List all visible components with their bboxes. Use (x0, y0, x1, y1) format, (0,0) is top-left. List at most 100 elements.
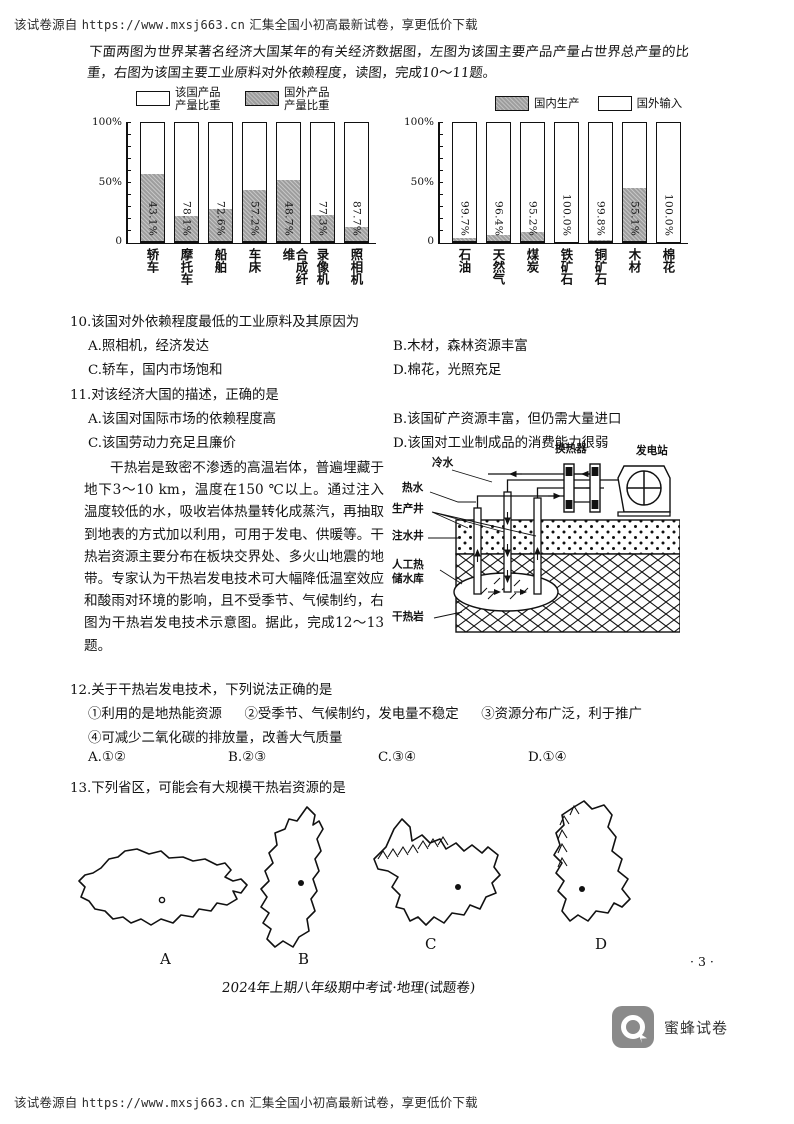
question-12-option-a[interactable]: A.①② (88, 750, 126, 765)
question-10-stem: 10.该国对外依赖程度最低的工业原料及其原因为 (70, 310, 359, 330)
bar-3-value: 100.0% (560, 193, 573, 236)
bar-2: 95.2% (520, 122, 545, 243)
question-11-number: 11. (70, 388, 92, 403)
y-tick (438, 146, 443, 148)
watermark-url-bottom: https://www.mxsj663.cn (81, 1096, 246, 1110)
question-10-option-c[interactable]: C.轿车，国内市场饱和 (88, 363, 223, 378)
right-chart-x-axis (438, 242, 688, 245)
question-13-text: 下列省区，可能会有大规模干热岩资源的是 (91, 781, 346, 796)
question-12-option-d[interactable]: D.①④ (528, 750, 567, 765)
bar-1: 78.1% (174, 122, 199, 243)
geothermal-diagram: 冷水 换热器 发电站 热水 生产井 注水井 人工热 储水库 干热岩 (392, 444, 681, 642)
question-10-option-d[interactable]: D.棉花，光照充足 (393, 363, 502, 378)
watermark-top-suffix: 汇集全国小初高最新试卷，享更低价下载 (245, 17, 478, 32)
left-chart: 该国产品产量比重 国外产品产量比重 100% 50% 0 (88, 86, 388, 286)
y-tick (126, 230, 131, 232)
bar-1: 96.4% (486, 122, 511, 243)
bar-3-category: 铁矿石 (559, 248, 574, 286)
province-map-a-label: A (160, 950, 171, 968)
bar-0-category: 轿车 (145, 248, 160, 273)
legend-label-foreign: 国外产品产量比重 (284, 85, 330, 112)
question-12-option-b[interactable]: B.②③ (228, 750, 267, 765)
bar-2-foreign-segment (209, 208, 232, 242)
y-tick (126, 206, 131, 208)
question-11-option-a[interactable]: A.该国对国际市场的依赖程度高 (88, 412, 277, 427)
watermark-bottom: 该试卷源自 https://www.mxsj663.cn 汇集全国小初高最新试卷… (14, 1092, 478, 1111)
left-chart-ytick-100: 100% (92, 116, 123, 128)
bar-6-category: 棉花 (661, 248, 676, 273)
y-tick (126, 134, 131, 136)
province-map-a[interactable] (65, 813, 255, 963)
y-tick (438, 206, 443, 208)
bar-5-domestic-segment (623, 188, 646, 242)
right-chart-plot: 100% 50% 0 99.7% 96.4% 95.2% 100.0% 99. (404, 116, 688, 285)
question-10-text: 该国对外依赖程度最低的工业原料及其原因为 (91, 315, 360, 330)
bar-2-category: 船舶 (213, 248, 228, 273)
bar-1-foreign-segment (175, 215, 198, 242)
logo-ring (621, 1015, 645, 1039)
question-12-text: 关于干热岩发电技术，下列说法正确的是 (91, 683, 333, 698)
watermark-bottom-prefix: 该试卷源自 (14, 1095, 82, 1110)
question-11-option-c[interactable]: C.该国劳动力充足且廉价 (88, 436, 236, 451)
bar-3-foreign-segment (243, 190, 266, 242)
question-11-option-b[interactable]: B.该国矿产资源丰富，但仍需大量进口 (393, 412, 622, 427)
y-tick (438, 158, 443, 160)
bar-5-value: 77.3% (316, 200, 329, 236)
question-10-option-a[interactable]: A.照相机，经济发达 (88, 339, 210, 354)
question-11-text: 对该经济大国的描述，正确的是 (91, 388, 279, 403)
diagram-label-heat-exchanger: 换热器 (555, 443, 587, 455)
bar-5-category: 录像机 (315, 248, 330, 286)
question-12-statement-2: ②受季节、气候制约，发电量不稳定 (244, 707, 459, 722)
province-map-d-label: D (595, 935, 608, 953)
legend-label-domestic-production: 国内生产 (534, 96, 580, 111)
bar-5-value: 55.1% (628, 200, 641, 236)
intro-paragraph: 下面两图为世界某著名经济大国某年的有关经济数据图，左图为该国主要产品产量占世界总… (86, 45, 690, 81)
question-11-option-d[interactable]: D.该国对工业制成品的消费能力很弱 (393, 436, 609, 451)
right-chart-ytick-0: 0 (427, 235, 434, 247)
bar-2: 72.6% (208, 122, 233, 243)
question-10-option-b[interactable]: B.木材，森林资源丰富 (393, 339, 528, 354)
bar-0: 99.7% (452, 122, 477, 243)
y-tick (126, 218, 131, 220)
brand-name: 蜜蜂试卷 (664, 1018, 729, 1037)
diagram-label-production-well: 生产井 (392, 503, 424, 515)
province-map-c[interactable] (360, 797, 520, 957)
diagram-label-reservoir-line1: 人工热 (392, 559, 424, 571)
bar-0-value: 43.1% (146, 200, 159, 236)
bar-1-value: 96.4% (492, 200, 505, 236)
y-tick (438, 182, 443, 184)
y-tick (126, 170, 131, 172)
y-tick (126, 182, 131, 184)
question-13-stem: 13.下列省区，可能会有大规模干热岩资源的是 (70, 776, 346, 796)
bar-3: 100.0% (554, 122, 579, 243)
bar-4-foreign-segment (277, 180, 300, 242)
left-chart-legend: 该国产品产量比重 国外产品产量比重 (136, 86, 340, 111)
bar-2-domestic-segment (521, 232, 544, 242)
legend-swatch-gray-icon (245, 91, 279, 106)
bar-6: 100.0% (656, 122, 681, 243)
bar-0-foreign-segment (141, 173, 164, 242)
left-chart-ytick-50: 50% (98, 176, 122, 188)
bar-6-value: 100.0% (662, 193, 675, 236)
legend-swatch-gray-icon (495, 96, 529, 111)
bar-6: 87.7% (344, 122, 369, 243)
legend-item-domestic-production: 国内生产 (495, 96, 580, 111)
bar-4-value: 48.7% (282, 200, 295, 236)
bar-2-category: 煤炭 (525, 248, 540, 273)
bar-4-value: 99.8% (594, 200, 607, 236)
y-tick (438, 134, 443, 136)
y-tick (438, 230, 443, 232)
bar-2-value: 72.6% (214, 200, 227, 236)
province-map-b[interactable] (245, 799, 365, 964)
question-12-option-c[interactable]: C.③④ (378, 750, 417, 765)
y-tick (438, 218, 443, 220)
province-map-d[interactable] (530, 795, 680, 960)
geothermal-diagram-svg (428, 463, 681, 633)
bar-6-value: 87.7% (350, 200, 363, 236)
question-12-statement-4: ④可减少二氧化碳的排放量，改善大气质量 (88, 731, 343, 746)
watermark-top: 该试卷源自 https://www.mxsj663.cn 汇集全国小初高最新试卷… (14, 14, 478, 33)
y-tick (438, 194, 443, 196)
right-chart-ytick-100: 100% (404, 116, 435, 128)
bar-0-category: 石油 (457, 248, 472, 273)
bar-1-value: 78.1% (180, 200, 193, 236)
